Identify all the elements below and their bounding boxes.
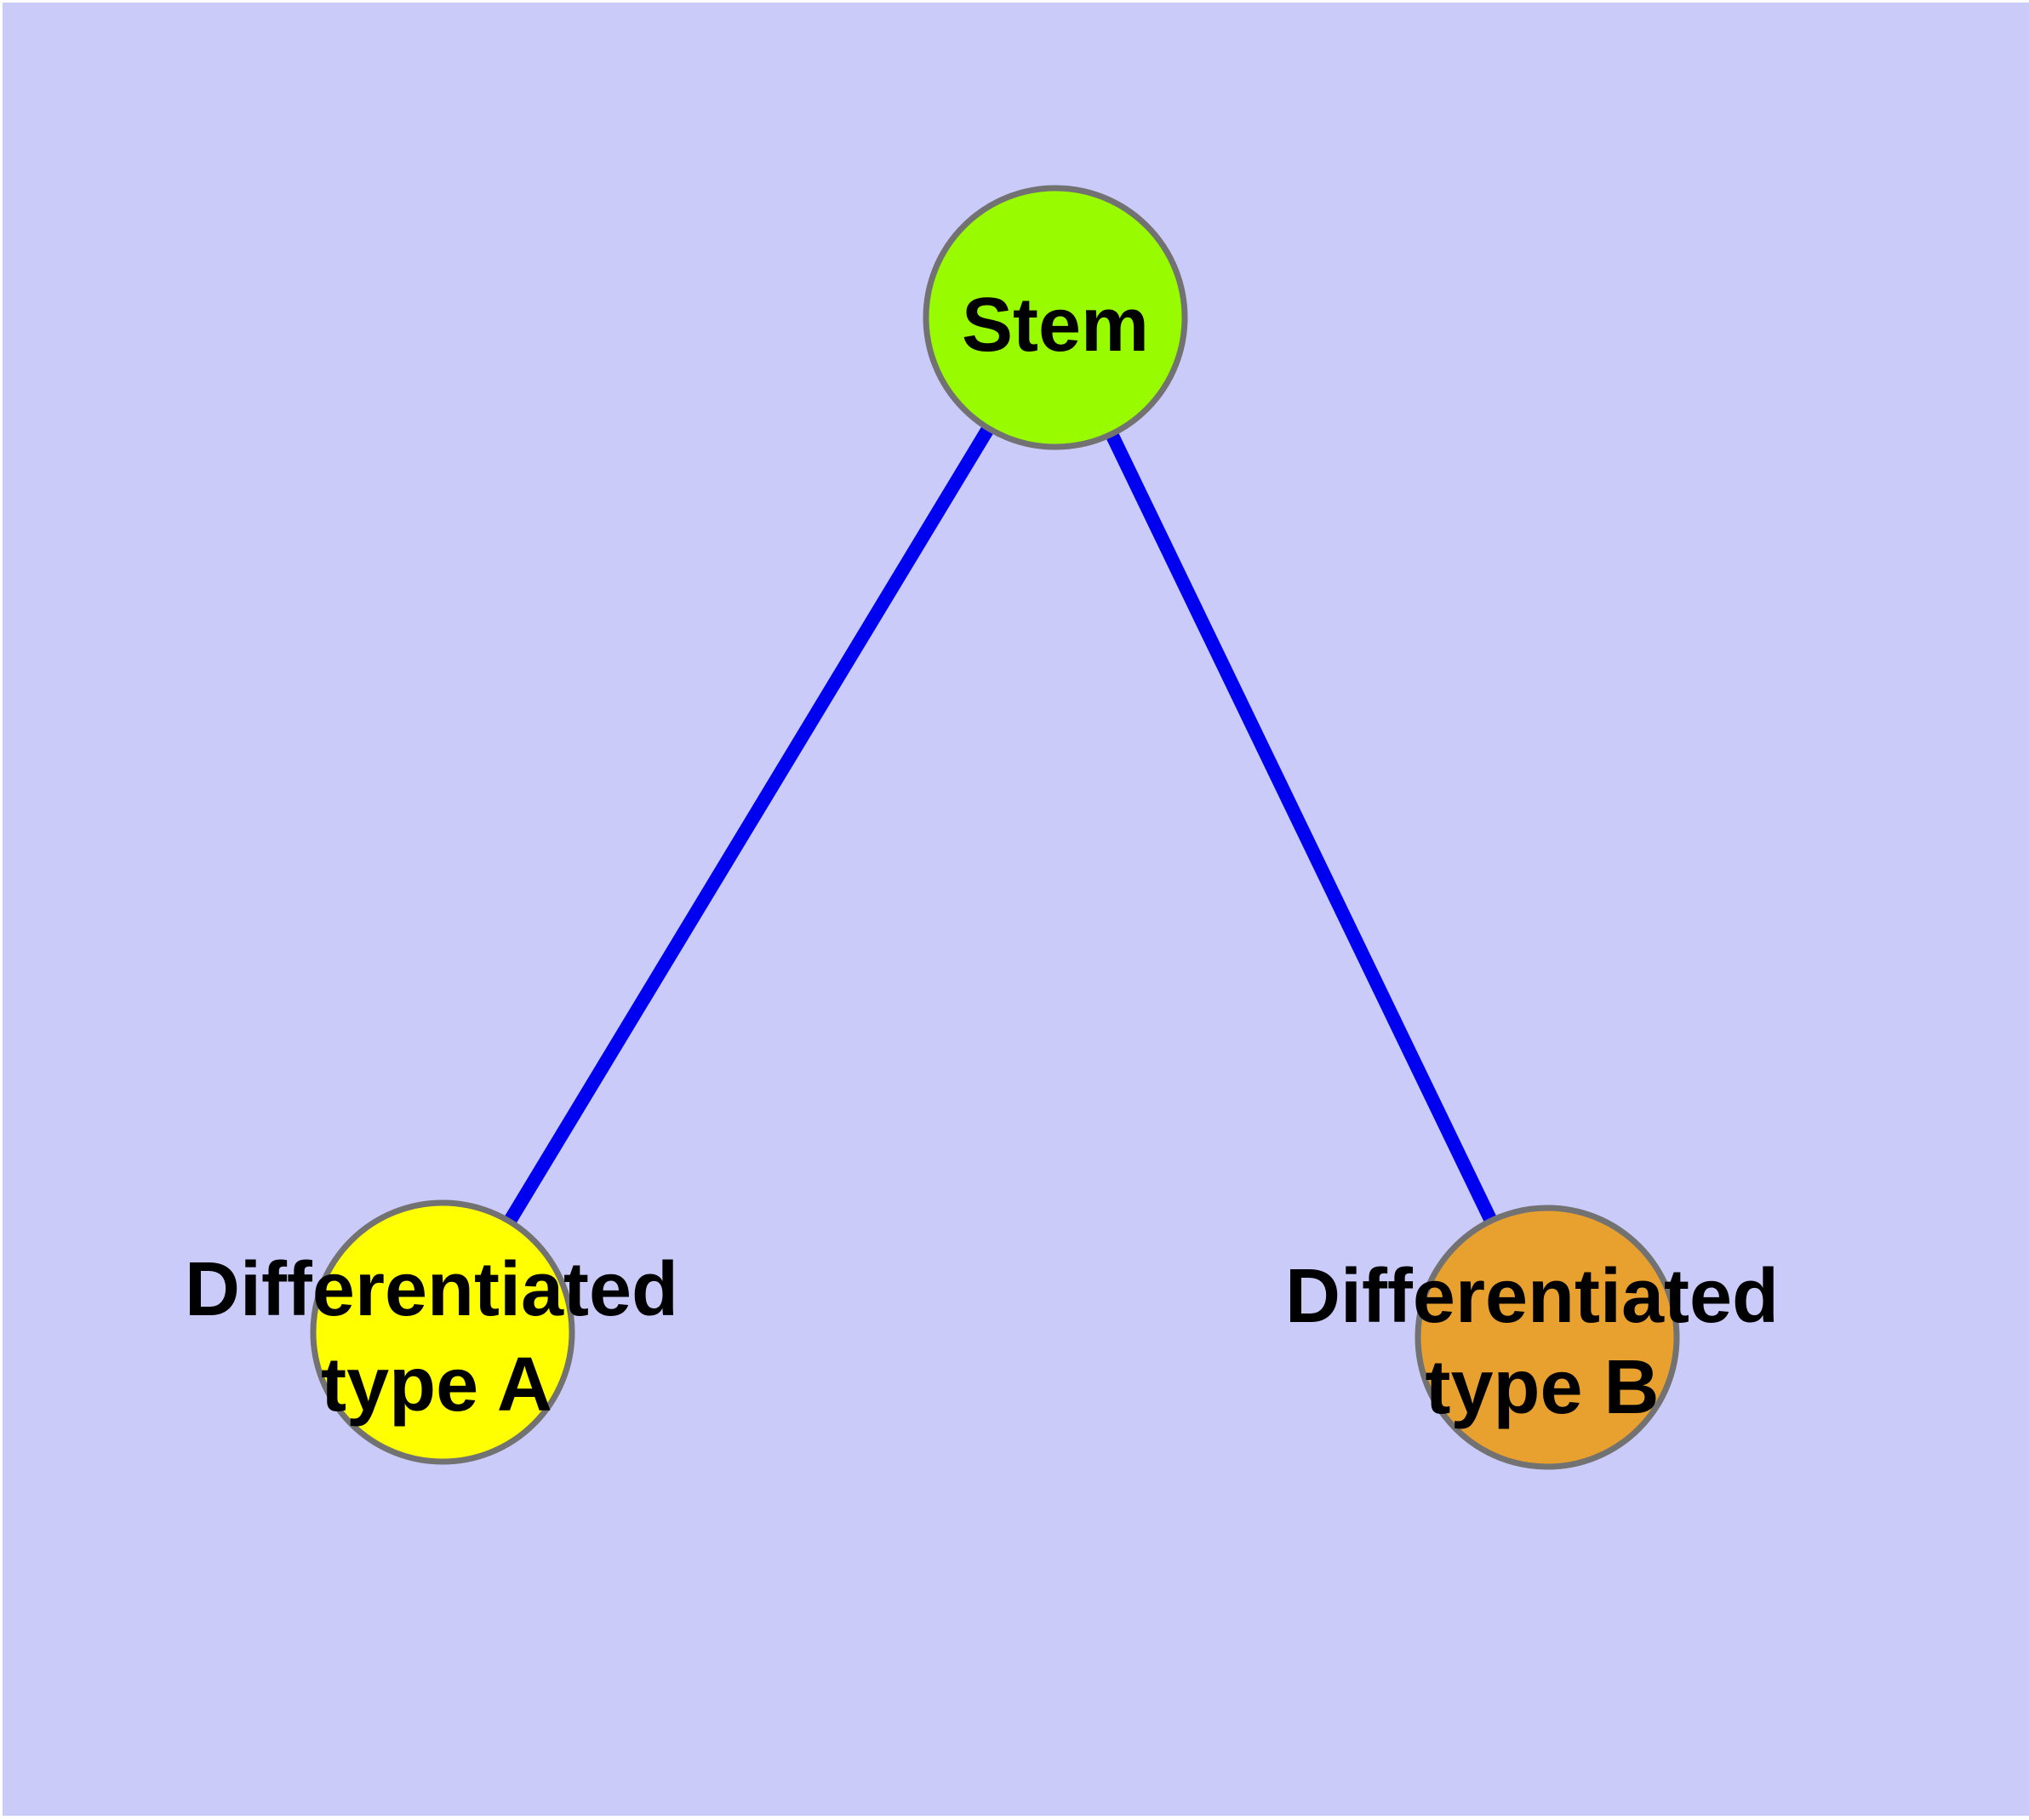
node-type-b-label-line-2: type B <box>1425 1345 1659 1430</box>
edge-stem-to-type-a <box>437 313 1061 1336</box>
node-type-a-label-line-1: Differentiated <box>185 1247 678 1332</box>
node-type-b-label-line-1: Differentiated <box>1285 1254 1779 1339</box>
node-differentiated-type-b <box>1415 1205 1680 1470</box>
node-stem <box>923 185 1188 450</box>
node-stem-label: Stem <box>962 283 1149 368</box>
edge-stem-to-type-b <box>1049 314 1554 1341</box>
node-type-a-label-line-2: type A <box>321 1342 552 1428</box>
node-differentiated-type-a <box>310 1199 575 1465</box>
